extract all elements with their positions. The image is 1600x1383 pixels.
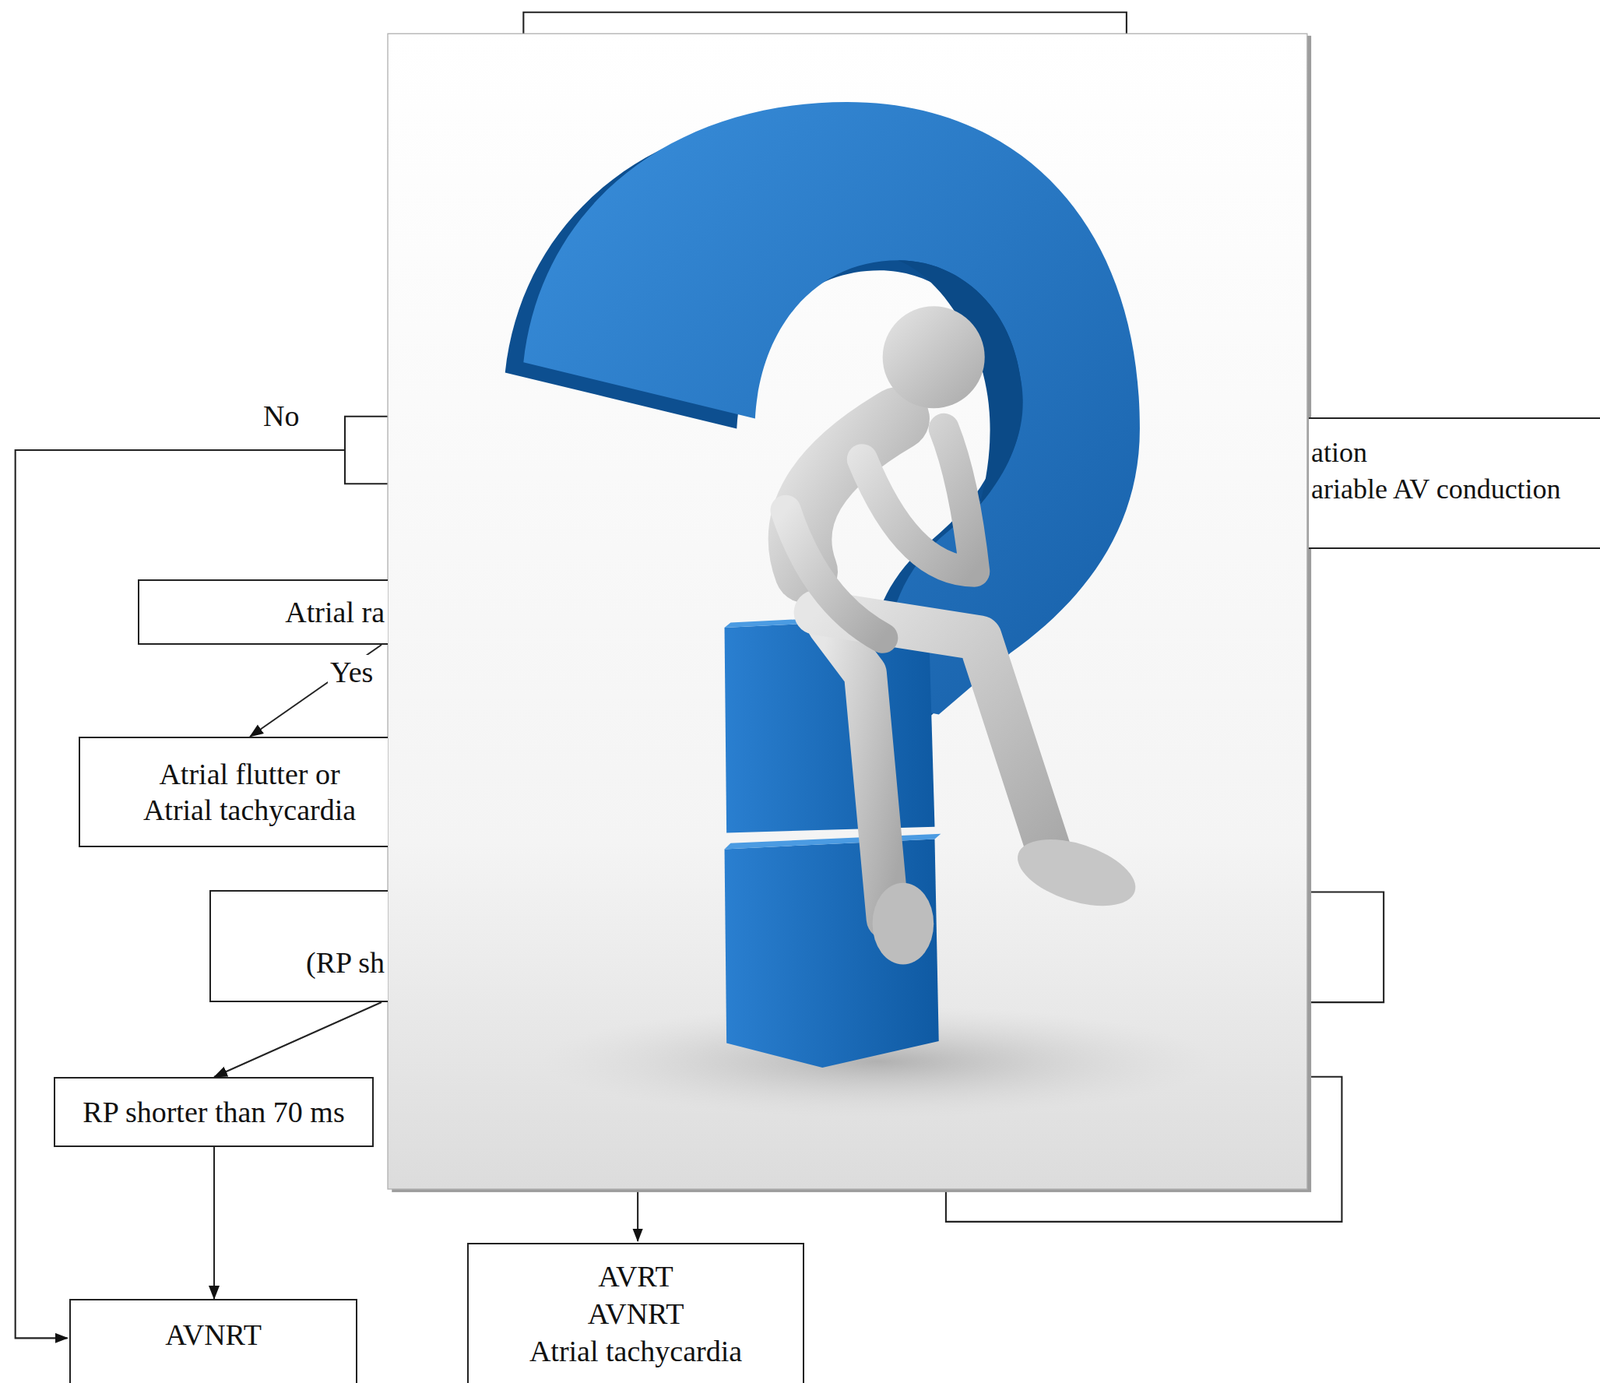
process-box: AVRTAVNRTAtrial tachycardia [467, 1242, 805, 1383]
box-fragment [1304, 892, 1384, 1003]
box-text: AVNRT [80, 1315, 347, 1354]
box-text: ation [1311, 434, 1600, 472]
figure-foot [872, 882, 935, 965]
decision-box-fragment [344, 416, 391, 485]
connector-arrow [213, 1146, 215, 1299]
figure-foot [1009, 826, 1144, 918]
figure-head [882, 305, 985, 408]
box-fragments [344, 12, 1384, 1222]
box-text: ariable AV conduction [1311, 471, 1600, 508]
process-box: ationariable AV conduction [1308, 417, 1600, 549]
branch-label: No [263, 398, 299, 433]
process-box: (RP sh [209, 889, 388, 1003]
process-box: Atrial ra [137, 579, 388, 645]
edge-label: Yes [327, 654, 376, 690]
box-text: RP shorter than 70 ms [64, 1093, 363, 1130]
lower-block [724, 838, 939, 1068]
arrow-fragment [636, 1191, 639, 1242]
box-text: AVRT [478, 1257, 794, 1295]
thinking-figure [785, 418, 1052, 918]
process-box: RP shorter than 70 ms [53, 1076, 374, 1147]
box-text: Atrial ra [139, 594, 385, 630]
clipart-ground [387, 33, 1308, 1189]
process-box: AVNRT [69, 1298, 358, 1383]
box-text: AVNRT [478, 1294, 794, 1333]
connector-arrow [214, 1002, 382, 1077]
box-text: Atrial tachycardia [478, 1332, 794, 1370]
process-box: Atrial flutter or Atrial tachycardia [78, 736, 388, 848]
lower-block-top [724, 833, 942, 850]
connector-arrow [249, 644, 382, 737]
box-text: Atrial flutter or Atrial tachycardia [133, 756, 367, 828]
box-text: (RP sh [210, 944, 385, 981]
